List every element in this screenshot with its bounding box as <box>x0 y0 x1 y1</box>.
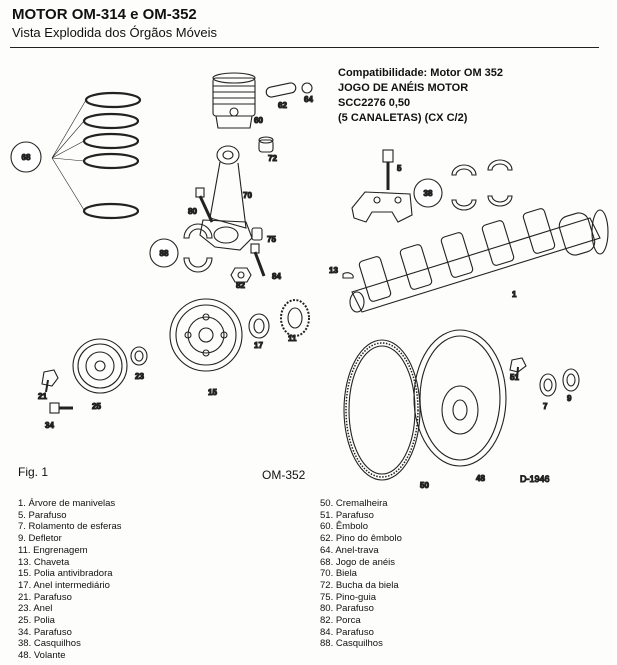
vibration-damper <box>169 298 243 372</box>
legend-item: 60. Êmbolo <box>320 521 369 533</box>
legend-item: 11. Engrenagem <box>18 544 88 556</box>
callout-62: 62 <box>278 101 287 110</box>
compat-line-4: (5 CANALETAS) (CX C/2) <box>338 112 468 124</box>
legend-item: 48. Volante <box>18 650 66 662</box>
legend-item: 23. Anel <box>18 603 53 615</box>
callout-38: 38 <box>424 189 433 198</box>
callout-88: 88 <box>160 249 169 258</box>
callout-circle-38 <box>413 178 443 208</box>
legend-item: 88. Casquilhos <box>320 638 383 650</box>
compatibility-note: Compatibilidade: Motor OM 352 JOGO DE AN… <box>338 66 503 126</box>
callout-70: 70 <box>243 191 252 200</box>
callout-64: 64 <box>304 95 313 104</box>
flywheel-bolt <box>509 357 527 381</box>
guide-pin <box>251 227 263 241</box>
callout-60: 60 <box>254 116 263 125</box>
legend-item: 64. Anel-trava <box>320 544 379 556</box>
callout-circle-88 <box>149 238 179 268</box>
legend-item: 75. Pino-guia <box>320 591 376 603</box>
legend-item: 70. Biela <box>320 568 357 580</box>
main-cap-bolt <box>382 149 394 190</box>
rod-bolt-80 <box>195 187 214 223</box>
legend-item: 15. Polia antivibradora <box>18 568 113 580</box>
crankshaft <box>349 208 609 313</box>
legend-item: 9. Defletor <box>18 533 62 545</box>
callout-84: 84 <box>272 272 281 281</box>
snap-ring <box>301 82 313 94</box>
legend-left: 1. Árvore de manivelas 5. Parafuso 7. Ro… <box>18 498 122 662</box>
callout-15: 15 <box>208 388 217 397</box>
callout-82: 82 <box>236 281 245 290</box>
spacer-ring <box>248 313 270 339</box>
callout-9: 9 <box>567 394 572 403</box>
legend-item: 82. Porca <box>320 615 361 627</box>
ball-bearing <box>539 373 557 397</box>
model-label: OM-352 <box>262 468 306 482</box>
damper-bolt <box>49 402 73 414</box>
legend-item: 38. Casquilhos <box>18 638 81 650</box>
legend-item: 72. Bucha da biela <box>320 579 399 591</box>
flywheel <box>413 329 507 467</box>
piston-rings-set <box>51 91 142 220</box>
compat-line-2: JOGO DE ANÉIS MOTOR <box>338 82 469 94</box>
legend-item: 80. Parafuso <box>320 603 374 615</box>
connecting-rod <box>199 145 253 251</box>
pulley-bolt <box>41 369 59 393</box>
callout-51: 51 <box>510 373 519 382</box>
legend-item: 21. Parafuso <box>18 591 72 603</box>
callout-34: 34 <box>45 421 54 430</box>
callout-72: 72 <box>268 154 277 163</box>
legend-item: 51. Parafuso <box>320 509 374 521</box>
figure-label: Fig. 1 <box>18 465 49 479</box>
legend-item: 62. Pino do êmbolo <box>320 533 402 545</box>
callout-23: 23 <box>135 372 144 381</box>
callout-48: 48 <box>476 474 485 483</box>
piston <box>212 72 256 129</box>
main-bearing-cap <box>351 191 413 223</box>
pulley <box>72 338 128 394</box>
rod-nut <box>230 267 252 283</box>
callout-25: 25 <box>92 402 101 411</box>
timing-gear <box>280 299 310 337</box>
compat-line-3: SCC2276 0,50 <box>338 97 411 109</box>
callout-80: 80 <box>188 207 197 216</box>
legend-item: 5. Parafuso <box>18 509 67 521</box>
rod-bushing <box>258 136 274 153</box>
legend-item: 13. Chaveta <box>18 556 70 568</box>
page-subtitle: Vista Explodida dos Órgãos Móveis <box>12 25 217 40</box>
callout-7: 7 <box>543 402 548 411</box>
callout-17: 17 <box>254 341 263 350</box>
legend-item: 7. Rolamento de esferas <box>18 521 122 533</box>
rod-bolt-84 <box>250 243 266 277</box>
legend-item: 34. Parafuso <box>18 626 72 638</box>
compat-line-1: Compatibilidade: Motor OM 352 <box>338 67 504 79</box>
legend-right: 50. Cremalheira 51. Parafuso 60. Êmbolo … <box>320 498 402 650</box>
callout-11: 11 <box>288 334 297 343</box>
legend-item: 50. Cremalheira <box>320 498 388 509</box>
callout-75: 75 <box>267 235 276 244</box>
legend-item: 84. Parafuso <box>320 626 374 638</box>
piston-pin <box>265 82 297 98</box>
legend-item: 25. Polia <box>18 615 55 627</box>
callout-13: 13 <box>329 266 338 275</box>
drawing-code: D-1946 <box>520 474 550 484</box>
callout-1: 1 <box>512 290 517 299</box>
callout-21: 21 <box>38 392 47 401</box>
legend-item: 68. Jogo de anéis <box>320 556 396 568</box>
callout-5: 5 <box>397 164 402 173</box>
legend-item: 17. Anel intermediário <box>18 579 110 591</box>
legend-item: 1. Árvore de manivelas <box>18 498 116 509</box>
title-divider <box>10 47 599 48</box>
callout-50: 50 <box>420 481 429 490</box>
ring-gear <box>343 339 421 481</box>
callout-circle-68 <box>10 141 42 173</box>
washer-ring <box>130 346 148 366</box>
woodruff-key <box>342 272 354 279</box>
page-title: MOTOR OM-314 e OM-352 <box>12 6 197 23</box>
rod-bearing-shells <box>183 223 213 273</box>
deflector <box>562 368 580 392</box>
main-bearing-shells <box>451 159 513 211</box>
callout-68: 68 <box>22 153 31 162</box>
